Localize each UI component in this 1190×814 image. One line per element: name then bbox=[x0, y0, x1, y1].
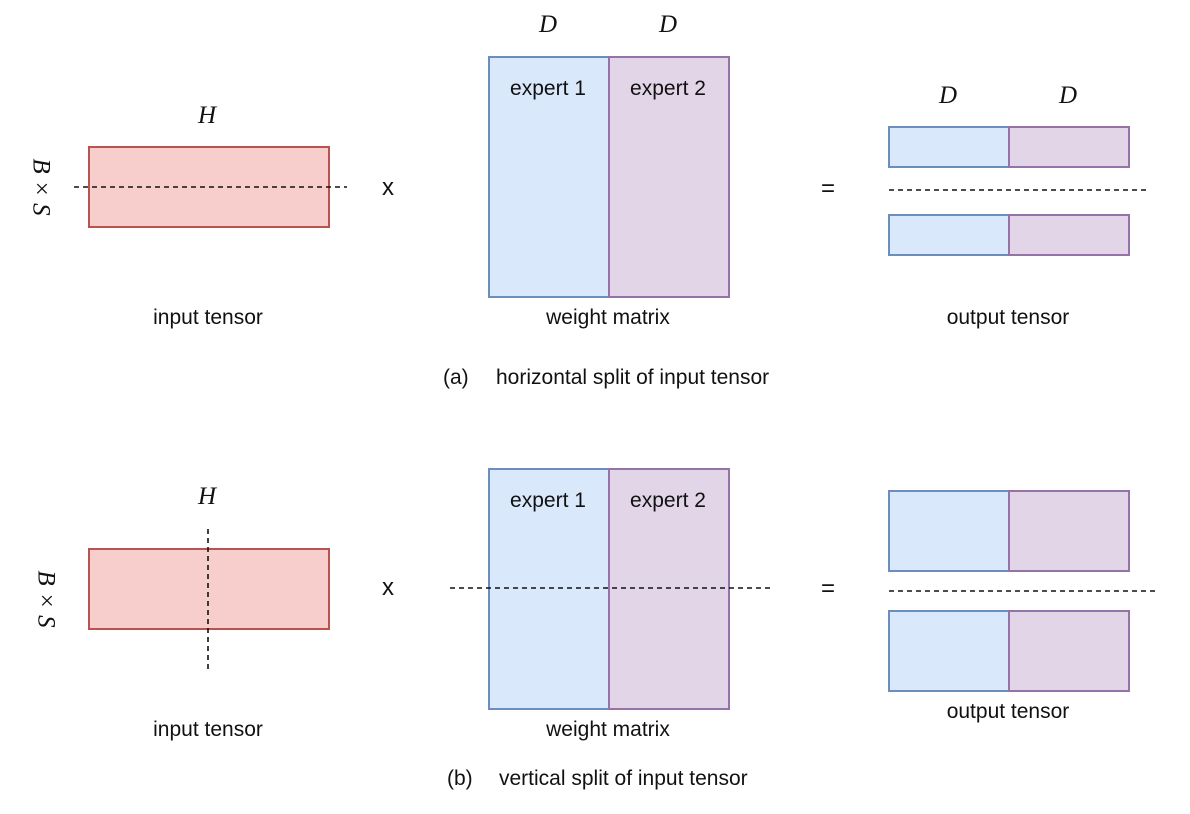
panel-a-output-bottom-expert2 bbox=[1008, 214, 1130, 256]
panel-b-output-tensor: output tensor bbox=[888, 490, 1159, 723]
panel-b-input-label: input tensor bbox=[153, 718, 263, 741]
panel-a-weight-dim-left: D bbox=[538, 11, 557, 38]
panel-a-output-top-expert1 bbox=[888, 126, 1010, 168]
panel-a-output-dim-left: D bbox=[938, 82, 957, 109]
panel-a-equals-operator: = bbox=[821, 175, 835, 202]
panel-b-output-bottom-expert2 bbox=[1008, 610, 1130, 692]
panel-a-caption-tag: (a) bbox=[443, 366, 469, 389]
panel-a-output-dim-right: D bbox=[1058, 82, 1077, 109]
panel-b-output-bottom-expert1 bbox=[888, 610, 1010, 692]
panel-b-input-dim-bs: B × S bbox=[32, 570, 59, 628]
panel-b-weight-matrix: expert 1 expert 2 weight matrix bbox=[450, 468, 770, 741]
panel-a-input-dim-h: H bbox=[197, 102, 218, 129]
panel-a-caption-text: horizontal split of input tensor bbox=[496, 366, 769, 389]
panel-b-multiply-operator: x bbox=[382, 574, 394, 601]
panel-a-input-label: input tensor bbox=[153, 306, 263, 329]
panel-b-weight-label: weight matrix bbox=[545, 718, 670, 741]
panel-b-input-dim-h: H bbox=[197, 483, 218, 510]
panel-b: H B × S input tensor x expert 1 expert 2… bbox=[32, 468, 1159, 790]
panel-b-expert2-label: expert 2 bbox=[630, 489, 706, 512]
panel-b-expert1-label: expert 1 bbox=[510, 489, 586, 512]
panel-b-output-top-expert1 bbox=[888, 490, 1010, 572]
panel-b-expert2-column bbox=[608, 468, 730, 710]
panel-a-input-tensor: H B × S input tensor bbox=[27, 102, 347, 329]
panel-a-output-bottom-expert1 bbox=[888, 214, 1010, 256]
panel-a-output-label: output tensor bbox=[947, 306, 1070, 329]
panel-b-caption-tag: (b) bbox=[447, 767, 473, 790]
panel-a-multiply-operator: x bbox=[382, 174, 394, 201]
panel-b-output-top-expert2 bbox=[1008, 490, 1130, 572]
panel-a-weight-dim-right: D bbox=[658, 11, 677, 38]
panel-a-expert2-label: expert 2 bbox=[630, 77, 706, 100]
panel-b-input-rect bbox=[88, 548, 330, 630]
panel-a: H B × S input tensor x D D expert 1 expe… bbox=[27, 11, 1149, 389]
panel-b-input-tensor: H B × S input tensor bbox=[32, 483, 330, 741]
panel-a-output-tensor: D D output tensor bbox=[888, 82, 1149, 329]
panel-a-weight-matrix: D D expert 1 expert 2 weight matrix bbox=[488, 11, 730, 329]
panel-a-expert1-label: expert 1 bbox=[510, 77, 586, 100]
panel-a-expert2-column bbox=[608, 56, 730, 298]
panel-a-output-top-expert2 bbox=[1008, 126, 1130, 168]
panel-a-input-dim-bs: B × S bbox=[27, 158, 54, 216]
panel-b-caption-text: vertical split of input tensor bbox=[499, 767, 748, 790]
panel-b-equals-operator: = bbox=[821, 575, 835, 602]
panel-a-expert1-column bbox=[488, 56, 610, 298]
panel-a-weight-label: weight matrix bbox=[545, 306, 670, 329]
panel-b-output-label: output tensor bbox=[947, 700, 1070, 723]
